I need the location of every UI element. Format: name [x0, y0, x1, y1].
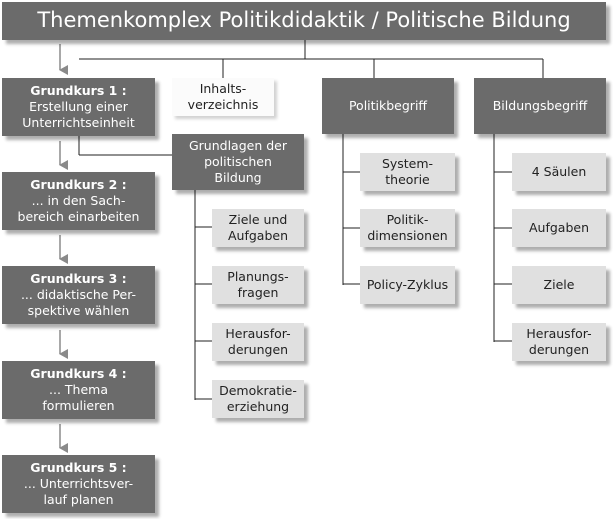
bildung-item-label: Herausfor- derungen: [526, 325, 592, 357]
grundkurs-2-box[interactable]: Grundkurs 2 : ... in den Sach- bereich e…: [2, 172, 155, 230]
grundkurs-1-text: Erstellung einer Unterrichtseinheit: [22, 98, 135, 131]
bildung-item-label: 4 Säulen: [531, 163, 587, 179]
grundlagen-item-demokratie[interactable]: Demokratie- erziehung: [212, 380, 304, 418]
grundkurs-5-box[interactable]: Grundkurs 5 : ... Unterrichtsver- lauf p…: [2, 455, 155, 513]
grundkurs-1-head: Grundkurs 1 :: [30, 82, 127, 98]
grundkurs-4-box[interactable]: Grundkurs 4 : ... Thema formulieren: [2, 361, 155, 419]
page-title: Themenkomplex Politikdidaktik / Politisc…: [37, 8, 571, 33]
bildung-item-ziele[interactable]: Ziele: [512, 266, 606, 304]
grundkurs-5-head: Grundkurs 5 :: [30, 459, 127, 475]
bildung-item-aufgaben[interactable]: Aufgaben: [512, 209, 606, 247]
grundlagen-box[interactable]: Grundlagen der politischen Bildung: [172, 134, 304, 190]
bildung-item-label: Ziele: [543, 276, 575, 292]
politik-item-policy-zyklus[interactable]: Policy-Zyklus: [360, 266, 455, 304]
politik-item-label: Policy-Zyklus: [366, 276, 449, 292]
bildung-item-saeulen[interactable]: 4 Säulen: [512, 153, 606, 191]
grundkurs-3-text: ... didaktische Per- spektive wählen: [20, 286, 137, 319]
politikbegriff-label: Politikbegriff: [348, 97, 428, 113]
grundlagen-item-label: Herausfor- derungen: [225, 325, 291, 357]
grundkurs-3-box[interactable]: Grundkurs 3 : ... didaktische Per- spekt…: [2, 266, 155, 324]
grundkurs-5-text: ... Unterrichtsver- lauf planen: [23, 475, 134, 508]
grundlagen-item-label: Ziele und Aufgaben: [227, 211, 289, 243]
grundkurs-3-head: Grundkurs 3 :: [30, 270, 127, 286]
grundlagen-item-label: Demokratie- erziehung: [219, 382, 297, 414]
inhaltsverzeichnis-label: Inhalts- verzeichnis: [187, 80, 259, 112]
grundkurs-1-box[interactable]: Grundkurs 1 : Erstellung einer Unterrich…: [2, 78, 155, 136]
grundlagen-label: Grundlagen der politischen Bildung: [188, 137, 288, 186]
bildungsbegriff-label: Bildungsbegriff: [492, 97, 588, 113]
politikbegriff-box[interactable]: Politikbegriff: [322, 78, 454, 134]
grundkurs-2-text: ... in den Sach- bereich einarbeiten: [17, 192, 140, 225]
bildungsbegriff-box[interactable]: Bildungsbegriff: [474, 78, 606, 134]
grundlagen-item-ziele[interactable]: Ziele und Aufgaben: [212, 209, 304, 247]
bildung-item-herausforderungen[interactable]: Herausfor- derungen: [512, 323, 606, 361]
politik-item-label: Politik- dimensionen: [367, 211, 448, 243]
bildung-item-label: Aufgaben: [528, 219, 590, 235]
politik-item-label: System- theorie: [381, 155, 434, 187]
inhaltsverzeichnis-box[interactable]: Inhalts- verzeichnis: [172, 78, 274, 116]
grundkurs-2-head: Grundkurs 2 :: [30, 176, 127, 192]
politik-item-dimensionen[interactable]: Politik- dimensionen: [360, 209, 455, 247]
grundkurs-4-text: ... Thema formulieren: [42, 381, 115, 414]
politik-item-systemtheorie[interactable]: System- theorie: [360, 153, 455, 191]
grundlagen-item-herausforderungen[interactable]: Herausfor- derungen: [212, 323, 304, 361]
grundlagen-item-label: Planungs- fragen: [227, 268, 289, 300]
grundlagen-item-planung[interactable]: Planungs- fragen: [212, 266, 304, 304]
title-box: Themenkomplex Politikdidaktik / Politisc…: [2, 2, 606, 40]
grundkurs-4-head: Grundkurs 4 :: [30, 365, 127, 381]
